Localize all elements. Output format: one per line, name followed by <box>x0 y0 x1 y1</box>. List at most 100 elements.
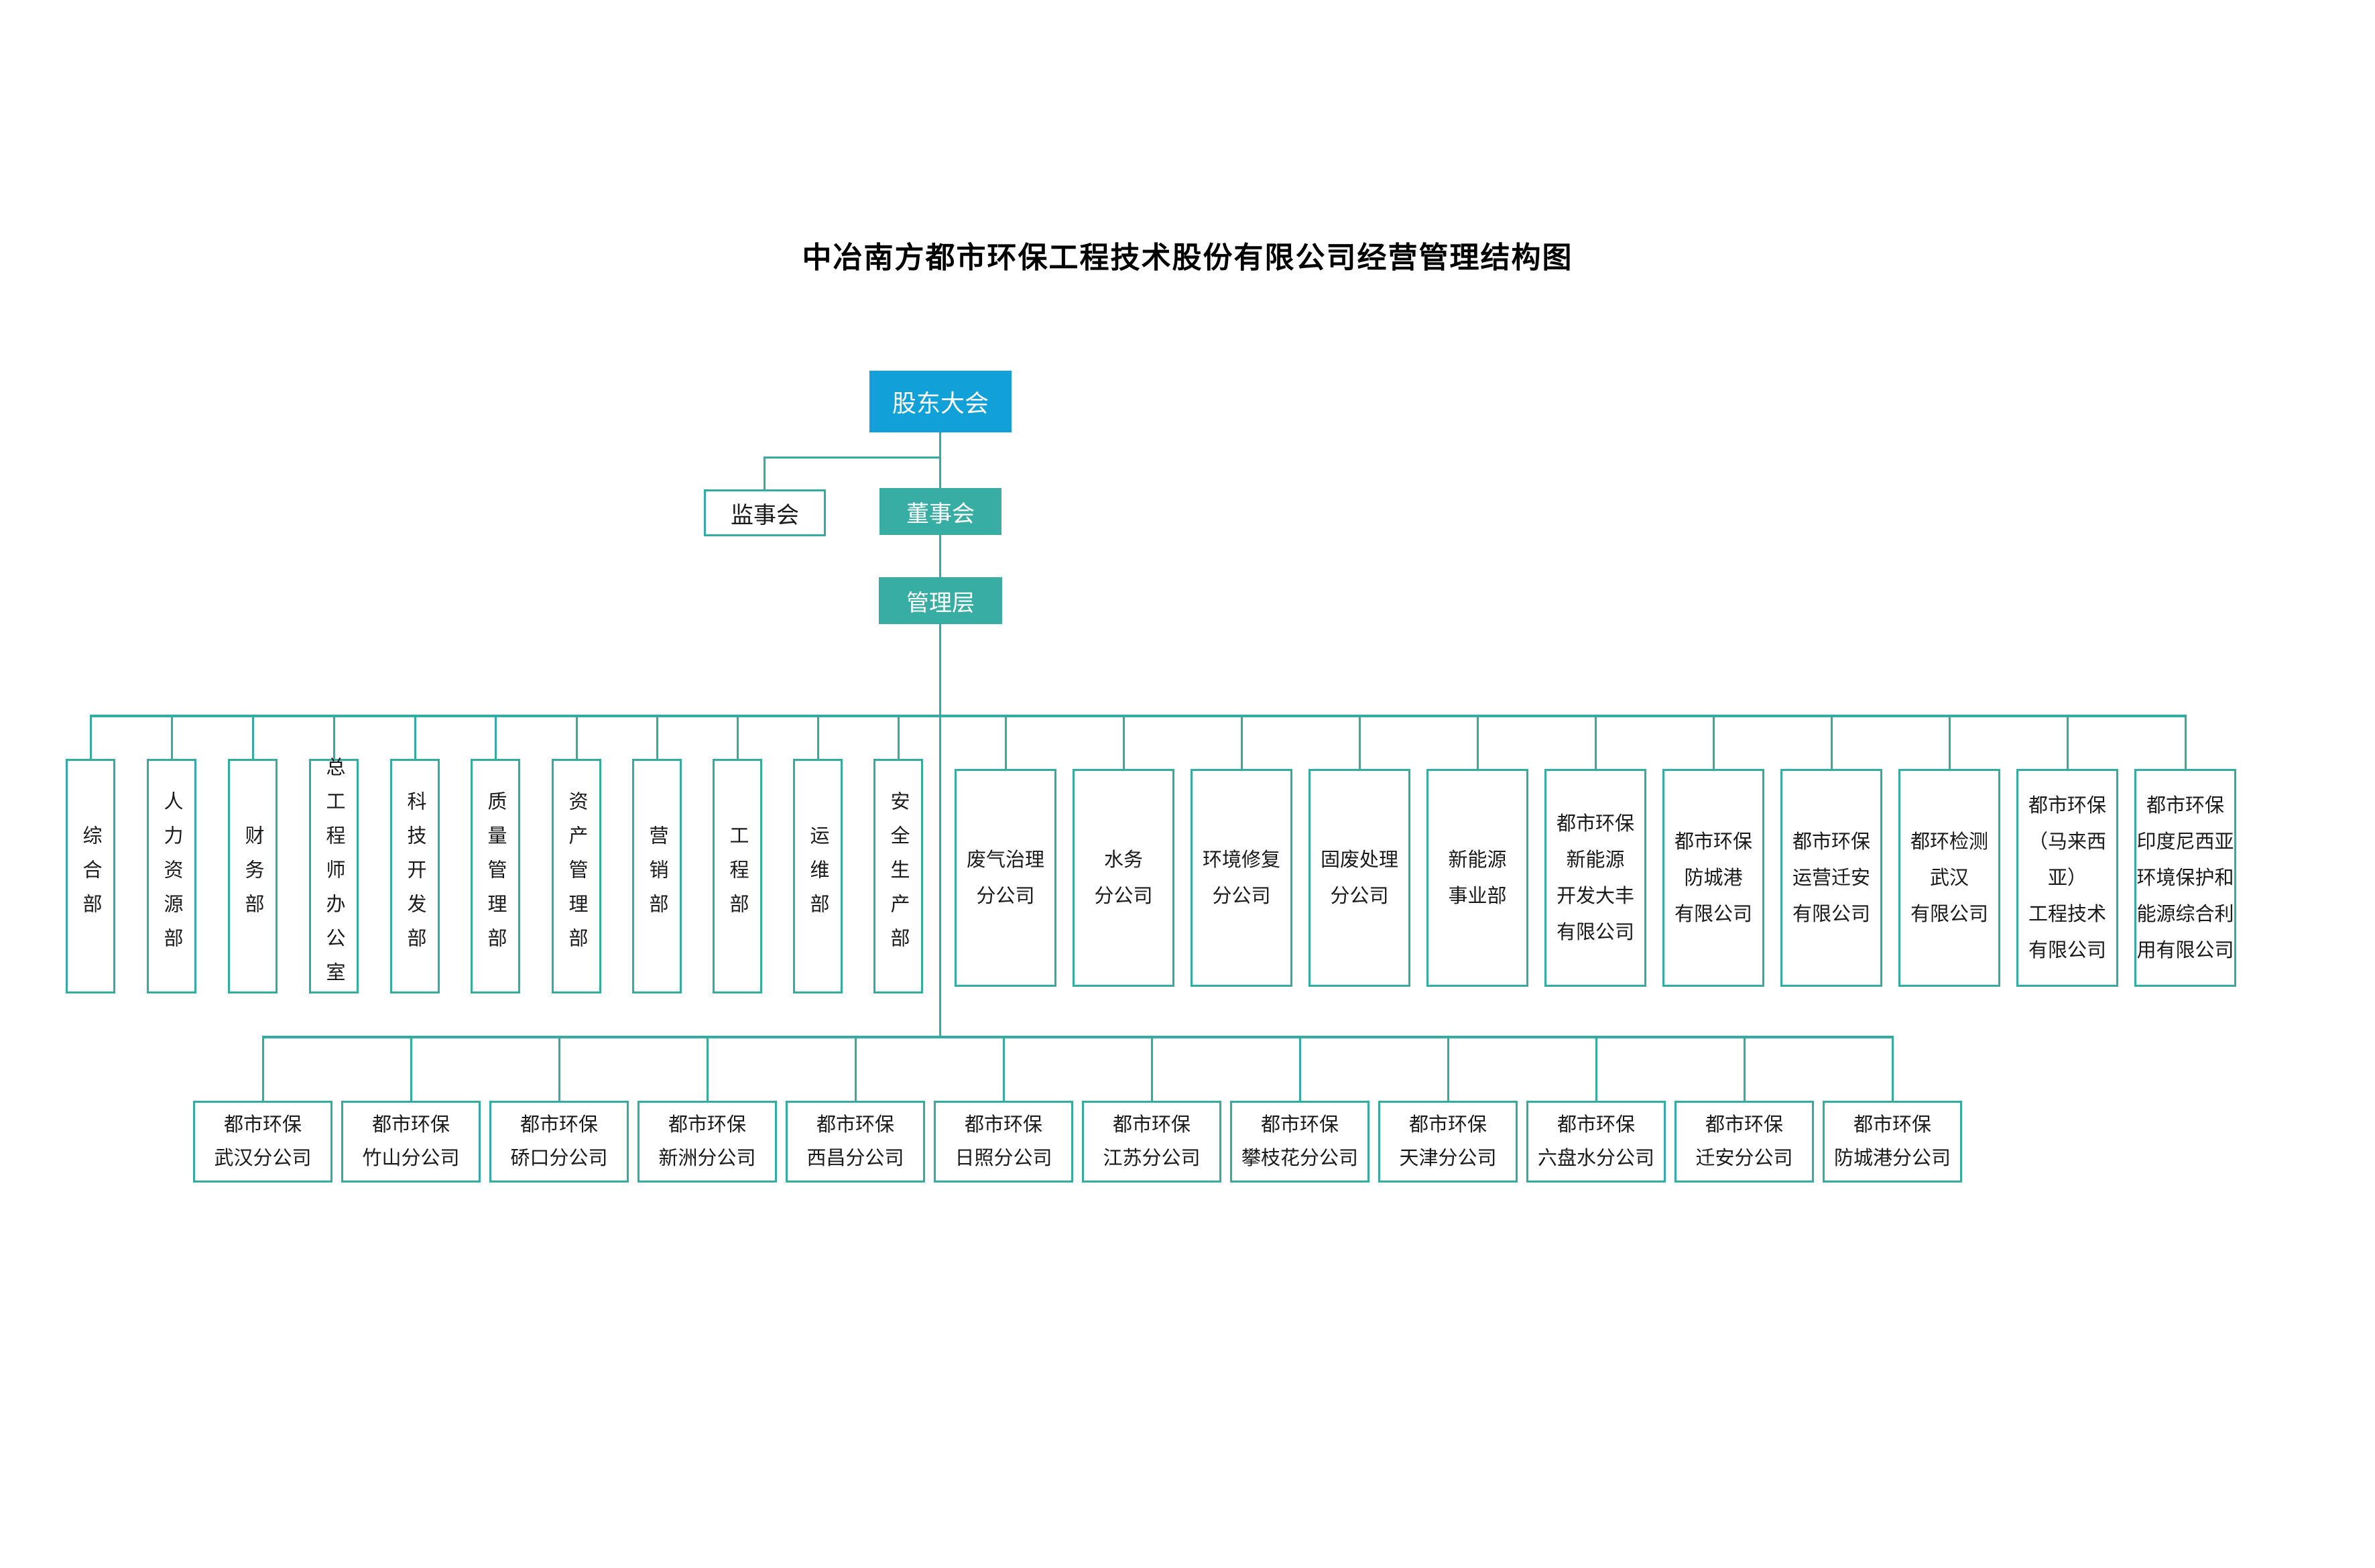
dept-box: 营销部 <box>632 759 682 993</box>
division-label: 都市环保 防城港 有限公司 <box>1674 831 1752 925</box>
connector-line <box>817 715 819 759</box>
dept-box: 质量管理部 <box>471 759 520 993</box>
division-label: 固废处理 分公司 <box>1320 849 1398 907</box>
connector-line <box>1005 715 1007 769</box>
connector-line <box>1595 1036 1597 1101</box>
connector-line <box>898 715 900 759</box>
division-box: 新能源 事业部 <box>1426 769 1528 987</box>
division-box: 都环检测 武汉 有限公司 <box>1898 769 2000 987</box>
branch-box: 都市环保 迁安分公司 <box>1674 1101 1814 1183</box>
connector-line <box>1299 1036 1301 1101</box>
branch-box: 都市环保 江苏分公司 <box>1082 1101 1221 1183</box>
dept-box: 工程部 <box>713 759 762 993</box>
branch-box: 都市环保 六盘水分公司 <box>1526 1101 1666 1183</box>
connector-line <box>939 535 941 579</box>
dept-box: 运维部 <box>793 759 843 993</box>
connector-line <box>939 432 941 489</box>
node-board-of-directors: 董事会 <box>879 488 1001 535</box>
dept-box: 人力资源部 <box>147 759 196 993</box>
dept-box: 安全生产部 <box>873 759 923 993</box>
dept-box: 科技开发部 <box>390 759 440 993</box>
branch-label: 都市环保 迁安分公司 <box>1695 1114 1793 1169</box>
connector-line <box>764 457 766 489</box>
branch-label: 都市环保 硚口分公司 <box>510 1114 608 1169</box>
branch-box: 都市环保 武汉分公司 <box>193 1101 332 1183</box>
branch-label: 都市环保 武汉分公司 <box>214 1114 312 1169</box>
connector-line <box>171 715 173 759</box>
branch-box: 都市环保 防城港分公司 <box>1823 1101 1962 1183</box>
dept-label: 资产管理部 <box>566 790 587 962</box>
connector-line <box>764 457 941 459</box>
connector-line <box>1949 715 1951 769</box>
division-box: 都市环保 新能源 开发大丰 有限公司 <box>1544 769 1646 987</box>
dept-label: 工程部 <box>727 825 748 928</box>
connector-line <box>707 1036 709 1101</box>
connector-line <box>1713 715 1715 769</box>
dept-label: 科技开发部 <box>404 790 426 962</box>
connector-line <box>1595 715 1597 769</box>
branch-box: 都市环保 攀枝花分公司 <box>1230 1101 1369 1183</box>
connector-line <box>1123 715 1125 769</box>
connector-line <box>90 715 2187 717</box>
connector-line <box>939 624 941 716</box>
dept-label: 综合部 <box>80 825 101 928</box>
branch-label: 都市环保 防城港分公司 <box>1833 1114 1951 1169</box>
node-supervisory-board: 监事会 <box>704 489 826 536</box>
connector-line <box>495 715 497 759</box>
connector-line <box>576 715 578 759</box>
connector-line <box>410 1036 412 1101</box>
connector-line <box>1892 1036 1894 1101</box>
division-label: 水务 分公司 <box>1094 849 1153 907</box>
connector-line <box>1744 1036 1746 1101</box>
connector-line <box>1477 715 1479 769</box>
branch-box: 都市环保 竹山分公司 <box>341 1101 481 1183</box>
connector-line <box>263 1036 1893 1038</box>
division-box: 都市环保 防城港 有限公司 <box>1662 769 1764 987</box>
dept-box: 总工程师办公室 <box>309 756 359 996</box>
connector-line <box>737 715 739 759</box>
division-label: 新能源 事业部 <box>1448 849 1507 907</box>
branch-label: 都市环保 西昌分公司 <box>806 1114 904 1169</box>
division-label: 都环检测 武汉 有限公司 <box>1910 831 1988 925</box>
division-label: 都市环保 运营迁安 有限公司 <box>1792 831 1870 925</box>
connector-line <box>1831 715 1833 769</box>
dept-label: 财务部 <box>242 825 263 928</box>
dept-label: 运维部 <box>807 825 829 928</box>
division-box: 水务 分公司 <box>1073 769 1174 987</box>
node-label: 管理层 <box>906 590 975 616</box>
dept-box: 财务部 <box>228 759 278 993</box>
connector-line <box>2067 715 2069 769</box>
branch-label: 都市环保 新洲分公司 <box>658 1114 756 1169</box>
dept-label: 总工程师办公室 <box>323 756 345 996</box>
dept-label: 安全生产部 <box>888 790 909 962</box>
division-label: 废气治理 分公司 <box>966 849 1044 907</box>
connector-line <box>855 1036 857 1101</box>
node-management-layer: 管理层 <box>879 577 1002 624</box>
connector-line <box>414 715 416 759</box>
connector-line <box>2185 715 2187 769</box>
connector-line <box>1151 1036 1153 1101</box>
division-label: 都市环保 新能源 开发大丰 有限公司 <box>1556 812 1634 943</box>
branch-box: 都市环保 天津分公司 <box>1378 1101 1518 1183</box>
connector-line <box>252 715 254 759</box>
branch-label: 都市环保 日照分公司 <box>955 1114 1052 1169</box>
branch-label: 都市环保 天津分公司 <box>1399 1114 1497 1169</box>
chart-title: 中冶南方都市环保工程技术股份有限公司经营管理结构图 <box>802 241 1573 274</box>
connector-line <box>939 715 941 1037</box>
branch-box: 都市环保 硚口分公司 <box>489 1101 629 1183</box>
dept-box: 资产管理部 <box>552 759 601 993</box>
dept-label: 人力资源部 <box>161 790 182 962</box>
node-label: 股东大会 <box>892 389 989 417</box>
branch-box: 都市环保 新洲分公司 <box>637 1101 777 1183</box>
dept-box: 综合部 <box>66 759 115 993</box>
node-label: 董事会 <box>906 501 975 527</box>
connector-line <box>1241 715 1243 769</box>
branch-label: 都市环保 六盘水分公司 <box>1537 1114 1654 1169</box>
branch-label: 都市环保 竹山分公司 <box>362 1114 460 1169</box>
division-box: 都市环保 （马来西亚） 工程技术 有限公司 <box>2016 769 2118 987</box>
connector-line <box>90 715 92 759</box>
connector-line <box>262 1036 264 1101</box>
dept-label: 质量管理部 <box>485 790 506 962</box>
division-box: 环境修复 分公司 <box>1191 769 1292 987</box>
